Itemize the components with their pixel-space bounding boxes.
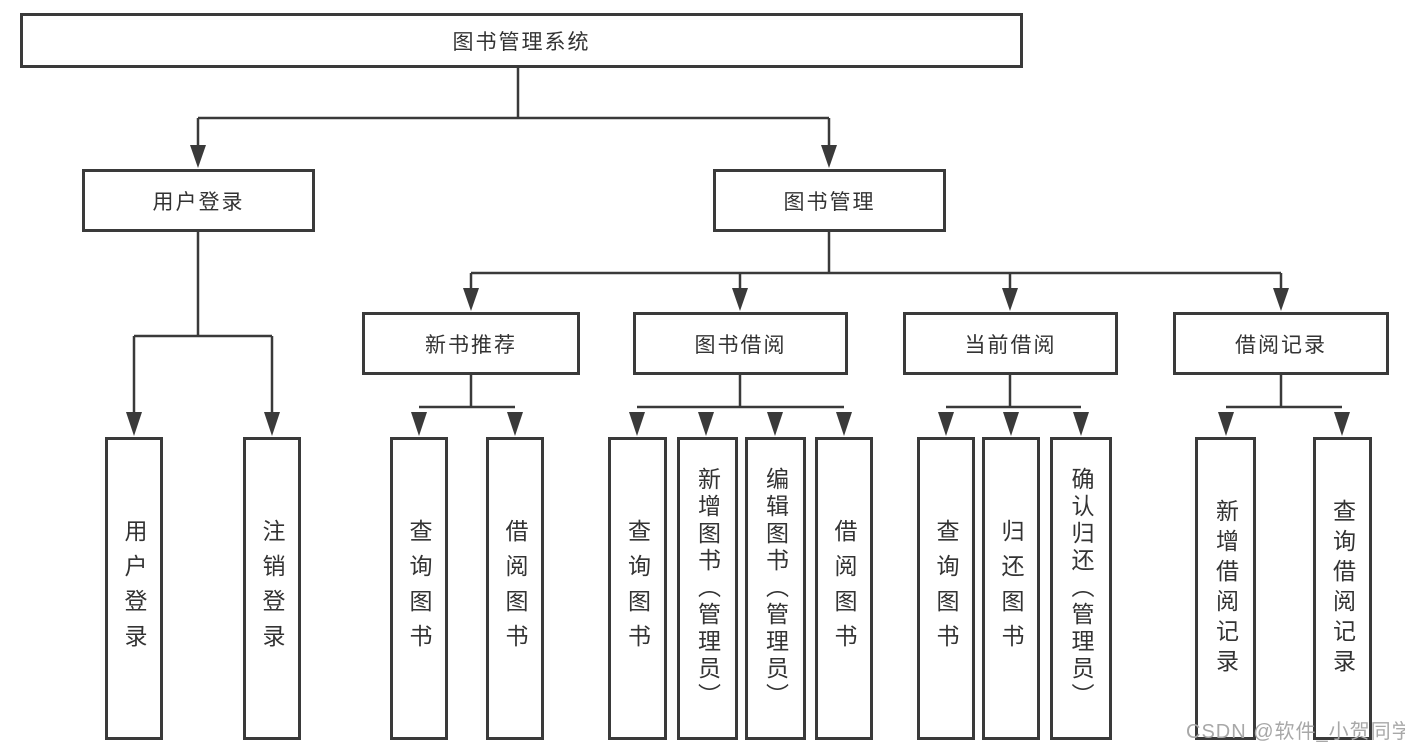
leaf-edit-books-admin: 编辑图书（管理员） [745,437,806,740]
leaf-borrow-books: 借阅图书 [815,437,873,740]
leaf-query-books-current: 查询图书 [917,437,975,740]
csdn-watermark: CSDN @软件_小贺同学 [1186,721,1405,743]
node-book-borrowing: 图书借阅 [633,312,848,375]
node-new-book-recommend: 新书推荐 [362,312,580,375]
node-book-management-branch: 图书管理 [713,169,946,232]
leaf-query-books-recommend: 查询图书 [390,437,448,740]
leaf-borrow-books-recommend: 借阅图书 [486,437,544,740]
leaf-confirm-return-admin: 确认归还（管理员） [1050,437,1112,740]
leaf-query-books-borrowing: 查询图书 [608,437,667,740]
node-borrowing-records: 借阅记录 [1173,312,1389,375]
leaf-user-login: 用户登录 [105,437,163,740]
node-user-login-branch: 用户登录 [82,169,315,232]
node-root-system: 图书管理系统 [20,13,1023,68]
arrowheads [126,145,1350,436]
leaf-logout: 注销登录 [243,437,301,740]
leaf-add-borrow-record: 新增借阅记录 [1195,437,1256,740]
leaf-return-books: 归还图书 [982,437,1040,740]
leaf-add-books-admin: 新增图书（管理员） [677,437,738,740]
leaf-query-borrow-record: 查询借阅记录 [1313,437,1372,740]
node-current-borrowing: 当前借阅 [903,312,1118,375]
